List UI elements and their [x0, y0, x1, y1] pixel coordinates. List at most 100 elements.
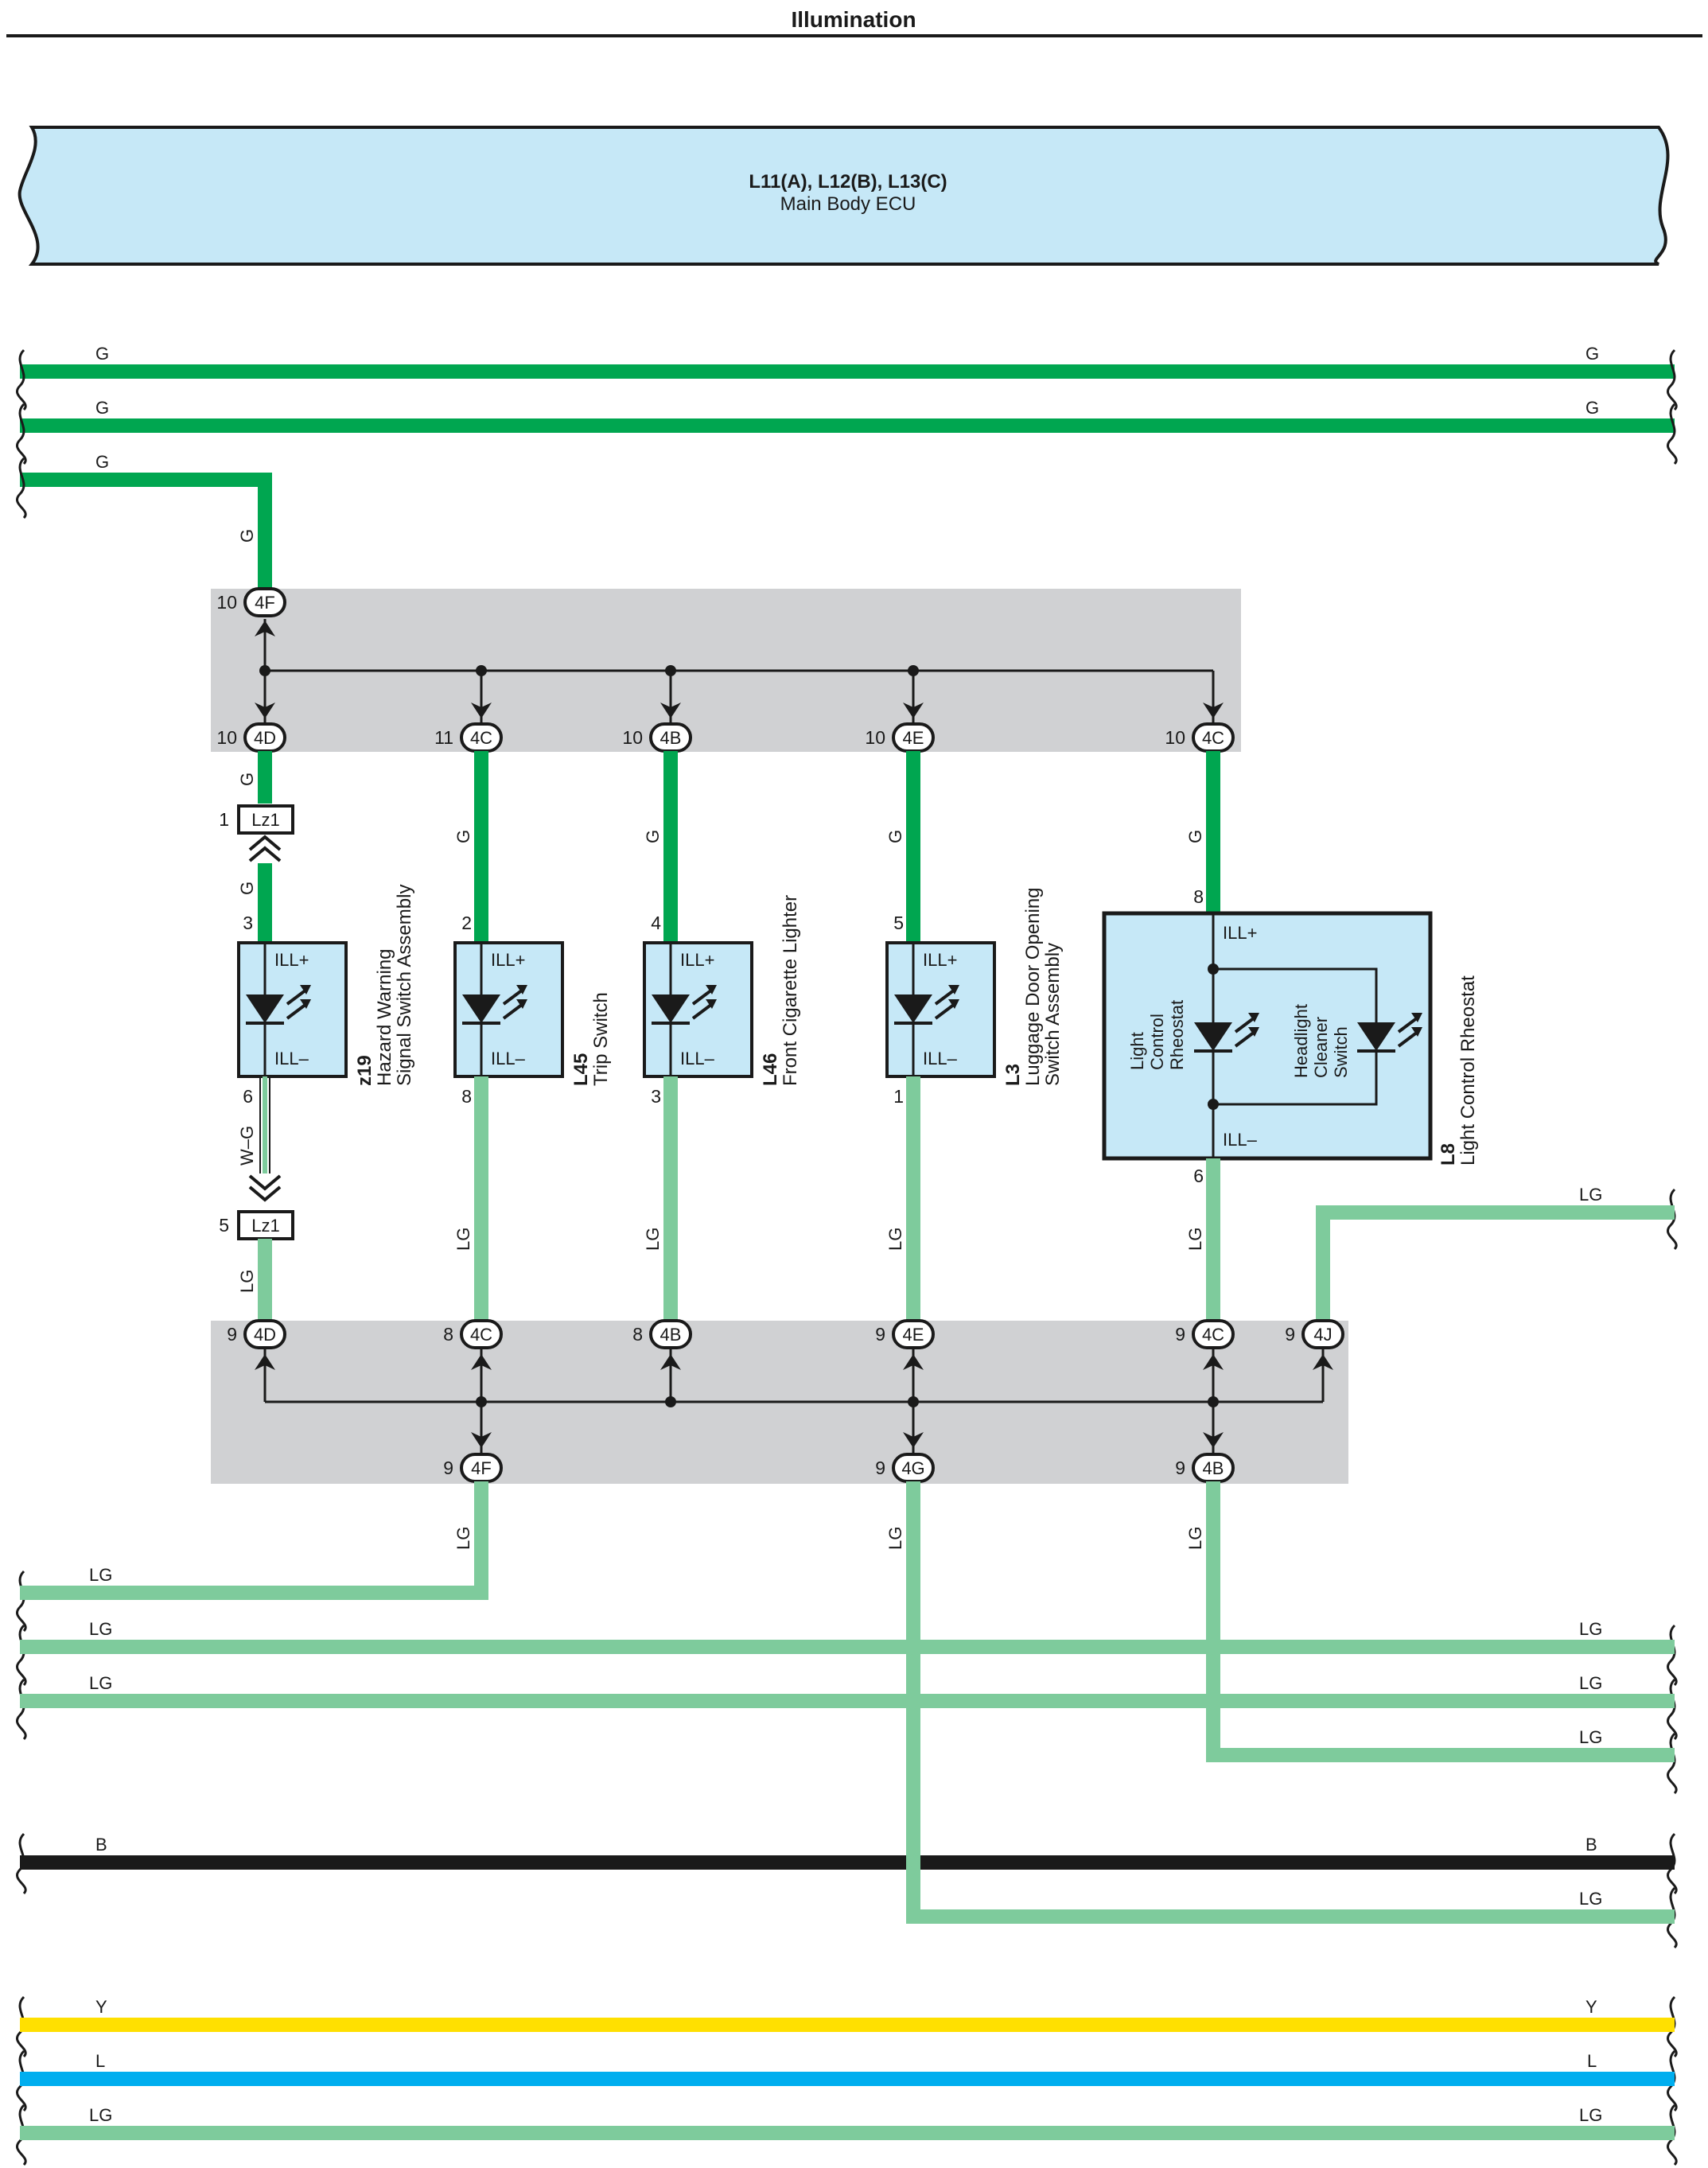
junction-top-output: 4D 10 [216, 722, 286, 753]
pin-number: 1 [893, 1086, 904, 1107]
wire-lg-out-4b [1206, 1481, 1675, 1762]
pin-number: 10 [1165, 727, 1185, 748]
wire-lg-4j-feed [1316, 1205, 1675, 1321]
page-title: Illumination [791, 7, 916, 32]
connector-lz1-bottom: Lz1 5 [219, 1174, 294, 1240]
ill-minus-label: ILL– [923, 1049, 958, 1068]
rheostat-sub-label: Light [1127, 1032, 1147, 1070]
pin-number: 10 [622, 727, 643, 748]
junction-bottom-output: 4G 9 [875, 1453, 935, 1483]
ill-minus-label: ILL– [680, 1049, 715, 1068]
cleaner-sub-label: Headlight [1291, 1004, 1311, 1078]
junction-top-output: 4C 11 [434, 722, 503, 753]
pin-number: 8 [632, 1324, 643, 1345]
wire-label-lg: LG [237, 1270, 257, 1293]
junction-bottom-output: 4B 9 [1175, 1453, 1235, 1483]
pin-number: 5 [219, 1215, 229, 1236]
cleaner-sub-label: Switch [1331, 1026, 1351, 1078]
pin-number: 5 [893, 913, 904, 933]
wire-label-l: L [95, 2051, 105, 2071]
junction-top-output: 4B 10 [622, 722, 692, 753]
connector-code: 4E [903, 1325, 924, 1345]
connector-code: 4B [660, 728, 682, 748]
wire-label-b: B [1585, 1835, 1597, 1855]
connector-code: 4J [1313, 1325, 1332, 1345]
wire-label-lg: LG [1185, 1228, 1205, 1251]
junction-bottom-input: 4B 8 [632, 1319, 692, 1349]
pin-number: 8 [461, 1086, 472, 1107]
component-name: Switch Assembly [1042, 943, 1064, 1086]
component-id: L46 [760, 1053, 781, 1086]
component-l3: 5 ILL+ ILL– 1 L3 Luggage Door Opening Sw… [885, 887, 1064, 1107]
rheostat-sub-label: Rheostat [1167, 1000, 1187, 1070]
ill-plus-label: ILL+ [680, 950, 714, 970]
component-l45: 2 ILL+ ILL– 8 L45 Trip Switch [453, 913, 612, 1107]
wire-label-lg: LG [1185, 1527, 1205, 1550]
pin-number: 8 [443, 1324, 453, 1345]
wire-label-g: G [237, 529, 257, 543]
wire-label-y: Y [1585, 1997, 1597, 2017]
pin-number: 10 [216, 592, 237, 613]
connector-code: 4F [255, 593, 275, 613]
ecu-name: Main Body ECU [780, 193, 916, 215]
pin-number: 9 [227, 1324, 237, 1345]
pin-number: 9 [1175, 1324, 1185, 1345]
wire-wg [259, 1076, 270, 1174]
junction-top-dots [259, 665, 919, 676]
component-id: L3 [1002, 1064, 1024, 1086]
ill-plus-label: ILL+ [1223, 923, 1257, 943]
connector-code: 4D [254, 728, 276, 748]
connector-code: 4G [901, 1458, 924, 1478]
component-name: Front Cigarette Lighter [780, 895, 801, 1086]
wire-label-g: G [1185, 830, 1205, 843]
ill-minus-label: ILL– [491, 1049, 526, 1068]
component-id: L45 [570, 1053, 592, 1086]
wire-label-lg: LG [89, 2105, 112, 2125]
cleaner-sub-label: Cleaner [1311, 1017, 1331, 1078]
component-name: Light Control Rheostat [1457, 975, 1479, 1166]
pin-number: 10 [865, 727, 885, 748]
wire-label-lg: LG [89, 1619, 112, 1639]
connector-code: 4F [471, 1458, 492, 1478]
wire-label-lg: LG [89, 1673, 112, 1693]
wire-label-y: Y [95, 1997, 107, 2017]
wire-label-lg: LG [885, 1228, 905, 1251]
wire-label-lg: LG [1579, 1673, 1602, 1693]
pin-number: 1 [219, 809, 229, 830]
wire-label-g: G [1585, 344, 1599, 364]
junction-bottom-input: 4C 9 [1175, 1319, 1235, 1349]
wire-label-g: G [95, 398, 109, 418]
wire-label-lg: LG [1579, 1727, 1602, 1747]
junction-top-output: 4C 10 [1165, 722, 1235, 753]
junction-top-output: 4E 10 [865, 722, 935, 753]
wire-label-g: G [453, 830, 473, 843]
ill-minus-label: ILL– [274, 1049, 309, 1068]
wire-label-g: G [95, 344, 109, 364]
ecu-banner [18, 126, 1670, 266]
connector-code: Lz1 [251, 1216, 279, 1236]
pin-number: 9 [875, 1324, 885, 1345]
wire-label-lg: LG [453, 1228, 473, 1251]
wire-label-g: G [237, 773, 257, 786]
ill-plus-label: ILL+ [923, 950, 957, 970]
component-name: Signal Switch Assembly [394, 885, 415, 1086]
wire-label-lg: LG [89, 1565, 112, 1585]
connector-code: 4B [1203, 1458, 1224, 1478]
break-marks [16, 348, 1678, 2166]
wire-label-g: G [1585, 398, 1599, 418]
ecu-ids: L11(A), L12(B), L13(C) [749, 171, 947, 193]
wire-label-lg: LG [453, 1527, 473, 1550]
junction-bottom-output: 4F 9 [443, 1453, 503, 1483]
wire-label-g: G [885, 830, 905, 843]
connector-code: 4C [470, 728, 492, 748]
junction-bottom-input: 4C 8 [443, 1319, 503, 1349]
connector-lz1-top: Lz1 1 [219, 804, 294, 862]
ill-minus-label: ILL– [1223, 1130, 1258, 1150]
wire-label-l: L [1587, 2051, 1597, 2071]
wire-label-g: G [237, 882, 257, 895]
component-name: Trip Switch [590, 992, 612, 1086]
junction-bottom-input: 4D 9 [227, 1319, 286, 1349]
connector-code: 4C [470, 1325, 492, 1345]
pin-number: 11 [434, 727, 453, 748]
